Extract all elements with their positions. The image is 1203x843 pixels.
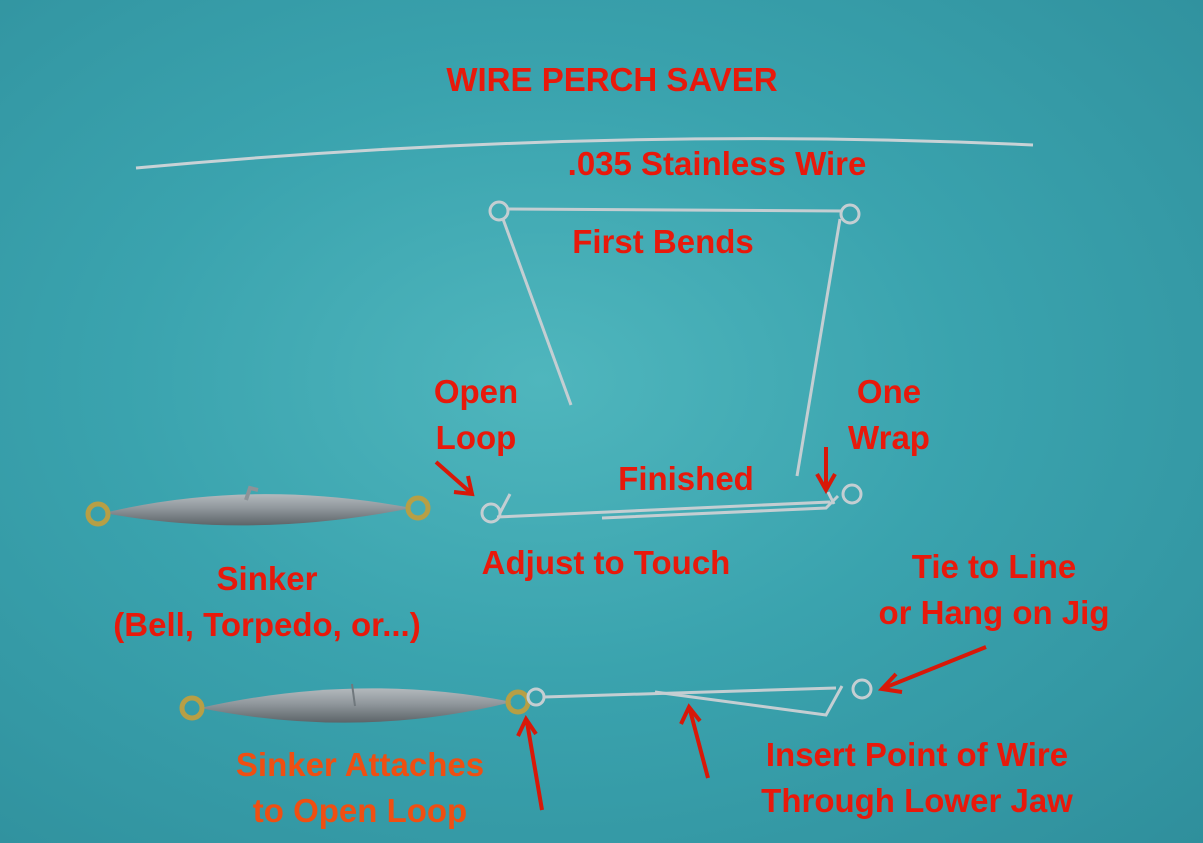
finished-label: Finished <box>618 460 754 497</box>
first-bends-wire <box>488 200 861 477</box>
wire-label: .035 Stainless Wire <box>567 145 867 182</box>
open-loop-label: Open Loop <box>433 373 519 456</box>
rigged-wire <box>526 678 873 717</box>
insert-point-label: Insert Point of Wire Through Lower Jaw <box>761 736 1073 819</box>
sinker-top <box>85 485 431 527</box>
title-label: WIRE PERCH SAVER <box>446 61 778 98</box>
arrow-open-loop <box>434 460 475 497</box>
sinker-label: Sinker (Bell, Torpedo, or...) <box>113 560 421 643</box>
tie-line-label: Tie to Line or Hang on Jig <box>878 548 1110 631</box>
first-bends-label: First Bends <box>572 223 754 260</box>
arrow-insert-point <box>679 703 710 779</box>
sinker-bottom <box>179 683 531 723</box>
adjust-label: Adjust to Touch <box>481 544 731 581</box>
arrow-sinker-attaches <box>516 714 544 811</box>
sinker-attaches-label: Sinker Attaches to Open Loop <box>235 746 485 829</box>
one-wrap-label: One Wrap <box>848 373 930 456</box>
arrow-tie-line <box>877 645 987 694</box>
stainless-wire <box>135 137 1034 170</box>
finished-wire <box>480 483 863 524</box>
arrow-one-wrap <box>815 447 837 495</box>
